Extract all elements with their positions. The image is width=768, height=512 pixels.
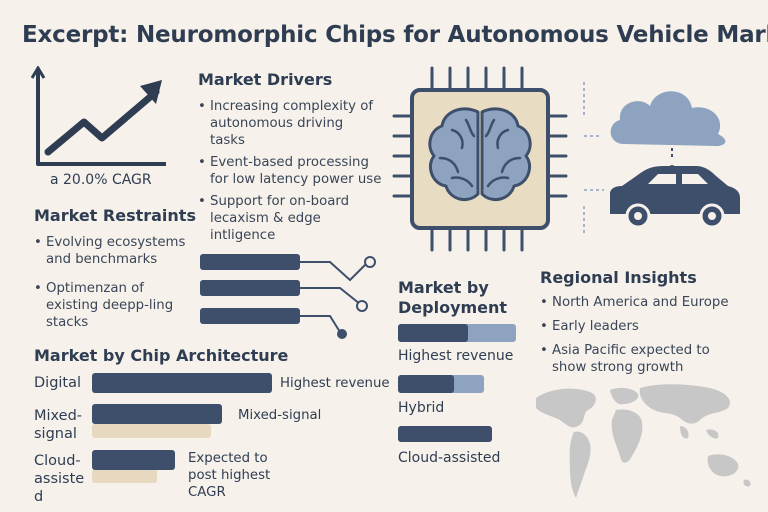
- circuit-bars-graphic: [200, 252, 380, 342]
- arch-bar-cloud: [92, 450, 175, 470]
- arch-bar-digital: [92, 373, 272, 393]
- arch-note-mixed: Mixed-signal: [238, 408, 322, 423]
- arch-category-cloud: Cloud-assisted: [34, 453, 85, 505]
- deployment-bar-3: [398, 426, 492, 442]
- brain-icon: [428, 107, 532, 202]
- deployment-bar-1: [398, 324, 468, 342]
- cloud-icon: [610, 91, 726, 146]
- restraints-list: Evolving ecosystems and benchmarks Optim…: [34, 234, 194, 336]
- car-icon: [610, 166, 740, 214]
- regional-item-2: Early leaders: [540, 318, 730, 335]
- world-map-graphic: [530, 380, 764, 506]
- arch-bar-cloud-secondary: [92, 469, 157, 483]
- driver-item-3: Support for on-board lecaxism & edge int…: [198, 193, 382, 244]
- regional-item-3: Asia Pacific expected to show strong gro…: [540, 342, 730, 376]
- chip-architecture-heading: Market by Chip Architecture: [34, 346, 289, 365]
- arch-bar-mixed-secondary: [92, 424, 211, 438]
- arch-category-digital: Digital: [34, 375, 82, 391]
- deployment-bar-2: [398, 375, 454, 393]
- drivers-heading: Market Drivers: [198, 70, 333, 89]
- driver-item-1: Increasing complexity of autonomous driv…: [198, 98, 382, 149]
- restraints-heading: Market Restraints: [34, 206, 196, 225]
- restraint-item-1: Evolving ecosystems and benchmarks: [34, 234, 194, 268]
- growth-chart-icon: [30, 66, 170, 170]
- deployment-label-3: Cloud-assisted: [398, 450, 501, 466]
- cagr-label: a 20.0% CAGR: [50, 172, 152, 188]
- arch-category-mixed: Mixed-signal: [34, 408, 83, 442]
- regional-list: North America and Europe Early leaders A…: [540, 294, 730, 381]
- restraint-item-2: Optimenzan of existing deepp-ling stacks: [34, 280, 194, 331]
- driver-item-2: Event-based processing for low latency p…: [198, 154, 382, 188]
- chip-icon: [392, 66, 568, 252]
- cloud-car-graphic: [580, 76, 750, 236]
- arch-note-cloud: Expected to post highest CAGR: [188, 451, 271, 500]
- deployment-heading: Market by Deployment: [398, 278, 508, 317]
- deployment-label-2: Hybrid: [398, 400, 445, 416]
- page-title: Excerpt: Neuromorphic Chips for Autonomo…: [22, 22, 768, 48]
- regional-item-1: North America and Europe: [540, 294, 730, 311]
- drivers-list: Increasing complexity of autonomous driv…: [198, 98, 382, 249]
- arch-bar-mixed: [92, 404, 222, 424]
- deployment-label-1: Highest revenue: [398, 348, 514, 364]
- regional-heading: Regional Insights: [540, 268, 697, 287]
- arch-note-digital: Highest revenue: [280, 376, 390, 391]
